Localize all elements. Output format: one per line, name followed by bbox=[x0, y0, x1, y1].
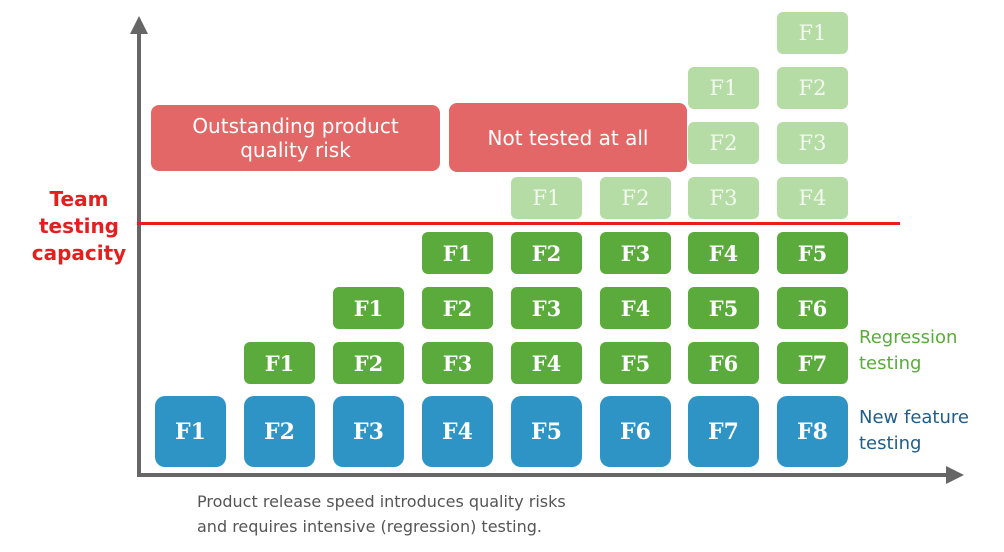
new-feature-legend-line1: New feature bbox=[859, 407, 969, 428]
caption-line2: and requires intensive (regression) test… bbox=[197, 517, 542, 536]
regression-box: F1 bbox=[244, 342, 315, 384]
y-axis-arrow bbox=[130, 16, 148, 34]
new-feature-box: F2 bbox=[244, 396, 315, 467]
regression-box: F1 bbox=[422, 232, 493, 274]
regression-box: F7 bbox=[777, 342, 848, 384]
capacity-label-line2: testing bbox=[39, 214, 119, 238]
new-feature-box: F6 bbox=[600, 396, 671, 467]
regression-box: F4 bbox=[600, 287, 671, 329]
regression-box: F6 bbox=[688, 342, 759, 384]
capacity-label-line3: capacity bbox=[31, 241, 127, 265]
regression-box: F3 bbox=[600, 232, 671, 274]
untested-regression-box: F2 bbox=[777, 67, 848, 109]
untested-regression-box: F3 bbox=[688, 177, 759, 219]
untested-regression-box: F1 bbox=[511, 177, 582, 219]
new-feature-legend-line2: testing bbox=[859, 433, 922, 454]
regression-box: F5 bbox=[688, 287, 759, 329]
regression-box: F2 bbox=[422, 287, 493, 329]
not-tested-callout: Not tested at all bbox=[449, 103, 687, 172]
team-testing-capacity-label: Team testing capacity bbox=[22, 186, 136, 267]
regression-box: F2 bbox=[511, 232, 582, 274]
regression-box: F6 bbox=[777, 287, 848, 329]
capacity-label-line1: Team bbox=[49, 187, 109, 211]
untested-regression-box: F2 bbox=[600, 177, 671, 219]
new-feature-box: F1 bbox=[155, 396, 226, 467]
regression-box: F5 bbox=[777, 232, 848, 274]
new-feature-box: F8 bbox=[777, 396, 848, 467]
untested-regression-box: F1 bbox=[688, 67, 759, 109]
new-feature-box: F7 bbox=[688, 396, 759, 467]
untested-regression-box: F1 bbox=[777, 12, 848, 54]
regression-box: F1 bbox=[333, 287, 404, 329]
regression-box: F2 bbox=[333, 342, 404, 384]
team-capacity-line bbox=[137, 222, 900, 225]
x-axis bbox=[137, 473, 949, 477]
x-axis-arrow bbox=[946, 466, 964, 484]
regression-testing-legend: Regression testing bbox=[859, 325, 957, 377]
regression-box: F4 bbox=[511, 342, 582, 384]
new-feature-box: F4 bbox=[422, 396, 493, 467]
regression-legend-line1: Regression bbox=[859, 327, 958, 348]
untested-regression-box: F2 bbox=[688, 122, 759, 164]
regression-box: F3 bbox=[511, 287, 582, 329]
caption: Product release speed introduces quality… bbox=[197, 489, 566, 539]
y-axis bbox=[137, 30, 141, 476]
caption-line1: Product release speed introduces quality… bbox=[197, 492, 566, 511]
new-feature-box: F3 bbox=[333, 396, 404, 467]
regression-box: F3 bbox=[422, 342, 493, 384]
untested-regression-box: F3 bbox=[777, 122, 848, 164]
regression-box: F5 bbox=[600, 342, 671, 384]
regression-legend-line2: testing bbox=[859, 353, 922, 374]
new-feature-testing-legend: New feature testing bbox=[859, 405, 969, 457]
regression-box: F4 bbox=[688, 232, 759, 274]
outstanding-risk-callout: Outstanding product quality risk bbox=[151, 105, 440, 171]
new-feature-box: F5 bbox=[511, 396, 582, 467]
untested-regression-box: F4 bbox=[777, 177, 848, 219]
